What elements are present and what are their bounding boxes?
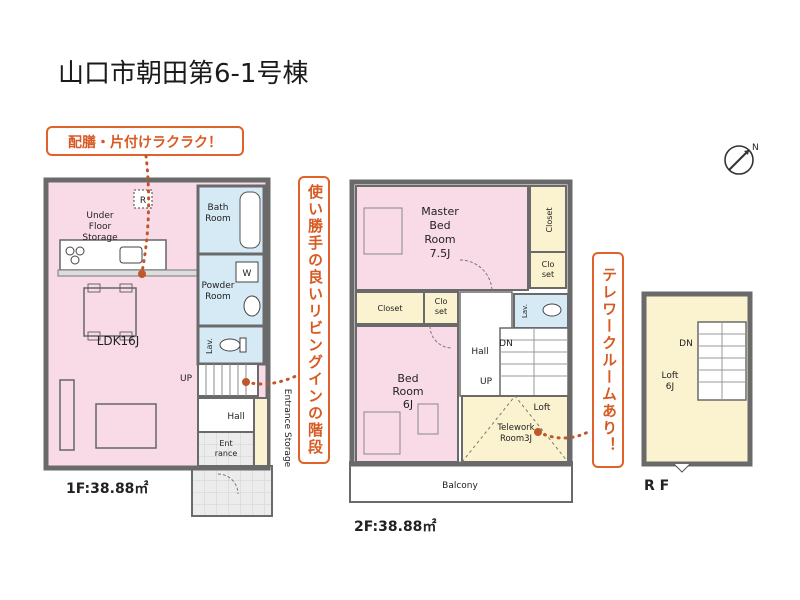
kitchen-partition bbox=[57, 269, 199, 277]
bed-icon-master bbox=[363, 207, 403, 255]
room-entrance bbox=[197, 431, 255, 467]
svg-text:Lav.: Lav. bbox=[521, 304, 529, 318]
svg-text:Hall: Hall bbox=[227, 412, 244, 422]
svg-text:Closet: Closet bbox=[542, 260, 555, 279]
label-entrance-storage: Entrance Storage bbox=[282, 389, 292, 468]
floor2-area-label: 2F:38.88㎡ bbox=[354, 519, 437, 535]
sink-icon bbox=[119, 246, 143, 264]
roof-floor-label: R F bbox=[644, 478, 670, 494]
page-title: 山口市朝田第6-1号棟 bbox=[58, 59, 309, 89]
floor1-area-label: 1F:38.88㎡ bbox=[66, 481, 149, 497]
svg-text:DN: DN bbox=[679, 339, 693, 349]
room-hall-1f bbox=[197, 397, 255, 433]
desk-icon-2f bbox=[417, 403, 439, 435]
svg-text:W: W bbox=[243, 269, 252, 279]
entrance-porch bbox=[191, 465, 273, 517]
stairs-roof bbox=[697, 321, 747, 401]
svg-text:UP: UP bbox=[480, 377, 493, 387]
label-up-1f: UP bbox=[180, 374, 193, 384]
svg-text:Balcony: Balcony bbox=[442, 481, 478, 491]
toilet-icon bbox=[219, 338, 241, 352]
refrigerator-icon bbox=[133, 189, 153, 209]
compass-icon: N bbox=[724, 143, 759, 175]
compass-label: N bbox=[752, 143, 759, 153]
room-master-bed bbox=[355, 185, 529, 291]
room-closet-hall2 bbox=[423, 291, 459, 325]
svg-text:Closet: Closet bbox=[378, 304, 403, 313]
kitchen-counter bbox=[59, 239, 167, 271]
svg-text:Hall: Hall bbox=[471, 347, 488, 357]
entrance-door bbox=[217, 473, 239, 495]
svg-text:DN: DN bbox=[499, 339, 513, 349]
svg-text:R: R bbox=[140, 196, 146, 206]
stove-icon bbox=[65, 246, 85, 265]
bed-icon-2f bbox=[363, 411, 401, 455]
room-balcony bbox=[349, 461, 573, 503]
callout-telework: テレワークルームあり！ bbox=[592, 252, 624, 468]
bathtub-icon bbox=[239, 191, 261, 249]
room-closet-small bbox=[529, 251, 567, 289]
room-bed bbox=[355, 325, 459, 463]
sofa-icon bbox=[59, 379, 157, 451]
room-entrance-storage bbox=[253, 397, 269, 467]
toilet-icon-2f bbox=[542, 303, 562, 317]
svg-text:Loft: Loft bbox=[534, 403, 551, 413]
room-ldk: LDK16J bbox=[97, 334, 140, 348]
callout-serving: 配膳・片付けラクラク！ bbox=[46, 126, 244, 156]
stairs-2f bbox=[499, 327, 569, 397]
svg-text:Lav.: Lav. bbox=[205, 338, 214, 354]
svg-text:Closet: Closet bbox=[545, 208, 554, 233]
washer-icon bbox=[235, 261, 259, 283]
svg-text:Entrance: Entrance bbox=[215, 439, 238, 458]
dining-table-icon bbox=[83, 283, 137, 341]
washbasin-icon bbox=[243, 295, 261, 317]
callout-stairs: 使い勝手の良いリビングインの階段 bbox=[298, 176, 330, 464]
svg-text:Closet: Closet bbox=[435, 297, 448, 316]
